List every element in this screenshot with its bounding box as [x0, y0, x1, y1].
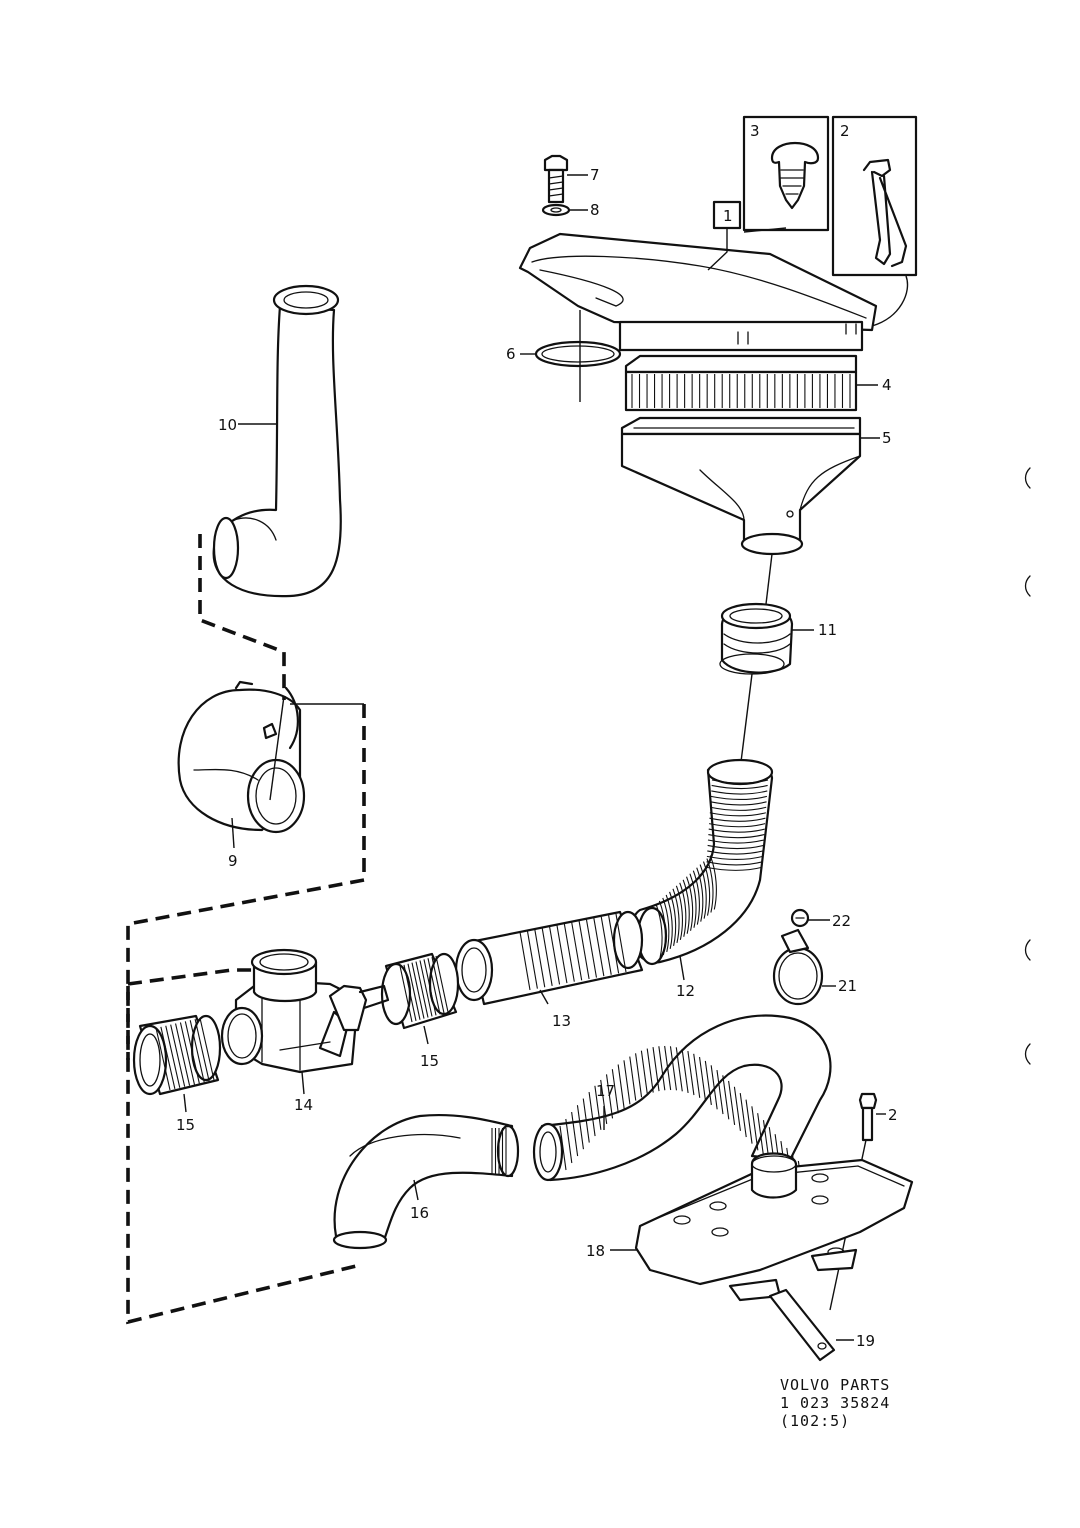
valve-housing-14: 14	[220, 948, 390, 1114]
elbow-9: 9	[177, 680, 364, 870]
hose-12: 12	[630, 758, 774, 1000]
label-10: 10	[218, 416, 237, 434]
label-19: 19	[856, 1332, 875, 1350]
label-15b: 15	[420, 1052, 439, 1070]
filter-cover-1: 1	[518, 200, 878, 352]
connector-15-upper: 15	[380, 952, 460, 1070]
adapter-11: 11	[719, 602, 837, 771]
label-3: 3	[750, 122, 760, 140]
label-1: 1	[723, 207, 733, 225]
label-16: 16	[410, 1204, 429, 1222]
label-8: 8	[590, 201, 600, 219]
connector-15-lower: 15	[132, 1014, 222, 1134]
pipe-10: 10	[212, 284, 342, 598]
footer-line-3: (102:5)	[780, 1412, 850, 1430]
hose-clamp-21: 21	[772, 928, 857, 1006]
label-4: 4	[882, 376, 892, 394]
footer-line-2: 1 023 35824	[780, 1394, 890, 1412]
label-17: 17	[596, 1082, 615, 1100]
label-7: 7	[590, 166, 600, 184]
filter-element-4: 4	[624, 354, 892, 412]
footer-reference: VOLVO PARTS 1 023 35824 (102:5)	[780, 1376, 890, 1430]
mounting-bracket-18: 18	[586, 1152, 914, 1362]
label-2: 2	[888, 1106, 898, 1124]
label-21: 21	[838, 977, 857, 995]
label-6: 6	[506, 345, 516, 363]
label-11: 11	[818, 621, 837, 639]
label-14: 14	[294, 1096, 313, 1114]
detail-box-3: 3	[742, 115, 830, 232]
seal-ring-6: 6	[506, 310, 622, 402]
detail-box-2: 2	[831, 115, 918, 277]
label-22: 22	[832, 912, 851, 930]
assembly-dashed-lines	[126, 534, 366, 1325]
clamp-screw-22: 22	[790, 908, 851, 930]
hose-13: 13	[454, 910, 644, 1030]
label-18: 18	[586, 1242, 605, 1260]
label-5: 5	[882, 429, 892, 447]
label-9: 9	[228, 852, 238, 870]
label-2-box: 2	[840, 122, 850, 140]
label-15a: 15	[176, 1116, 195, 1134]
bolt-7: 7	[543, 154, 600, 204]
label-12: 12	[676, 982, 695, 1000]
bracket-19: 19	[836, 1332, 875, 1350]
washer-8: 8	[541, 201, 600, 219]
pipe-16: 16	[332, 1114, 520, 1250]
footer-line-1: VOLVO PARTS	[780, 1376, 890, 1394]
label-13: 13	[552, 1012, 571, 1030]
filter-housing-5: 5	[620, 416, 892, 605]
scan-marks	[1024, 467, 1031, 1065]
